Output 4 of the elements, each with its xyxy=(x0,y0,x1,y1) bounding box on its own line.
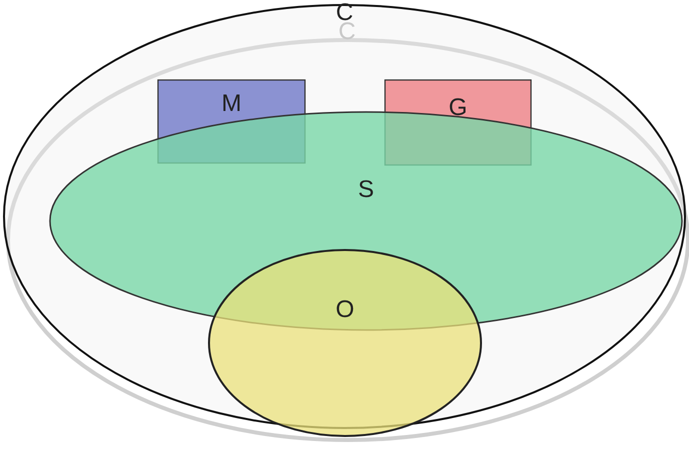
set-label: G xyxy=(448,96,468,120)
set-label: O xyxy=(336,298,354,322)
set-label: M xyxy=(222,92,242,116)
set-label: S xyxy=(358,178,374,202)
